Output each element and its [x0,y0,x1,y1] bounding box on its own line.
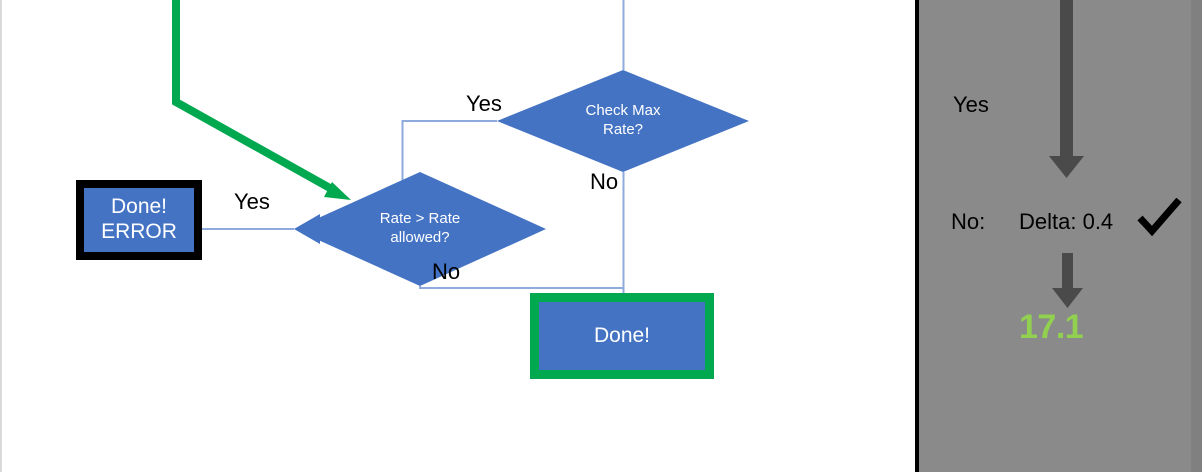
node-done-error[interactable]: Done! ERROR [76,180,202,260]
node-done[interactable]: Done! [530,293,714,379]
node-label-done: Done! [593,323,651,347]
panel-delta-value: Delta: 0.4 [1019,209,1114,234]
side-panel: Yes No: Delta: 0.4 17.1 [915,0,1202,472]
panel-no-label: No: [951,209,986,234]
green-highlight-path [172,0,351,200]
edge-label-no-check-max: No [590,169,619,194]
connector-no-rate-to-done [419,286,624,289]
panel-yes-label: Yes [953,92,989,117]
node-label-check-max-rate: Check Max Rate? [585,102,661,138]
long-down-arrow-icon [1049,0,1084,178]
edge-label-yes-rate: Yes [234,189,270,214]
side-panel-right-edge [1191,0,1202,472]
arrowhead-green-into-rate [324,182,351,200]
short-down-arrow-icon [1052,253,1083,308]
node-check-max-rate[interactable]: Check Max Rate? [497,70,749,172]
check-mark-icon [1137,198,1182,237]
node-label-done-error: Done! ERROR [101,195,177,243]
flowchart-canvas: Check Max Rate? Rate > Rate allowed? Don… [0,0,749,472]
node-label-rate-greater-than-allowed: Rate > Rate allowed? [379,210,461,246]
node-rate-greater-than-allowed[interactable]: Rate > Rate allowed? [294,172,546,286]
connector-yes-check-max-to-rate [401,120,497,203]
panel-result-value: 17.1 [1019,308,1084,346]
edge-label-no-rate: No [432,259,461,284]
edge-label-yes-check-max: Yes [466,91,502,116]
side-panel-arrows [1049,0,1084,308]
